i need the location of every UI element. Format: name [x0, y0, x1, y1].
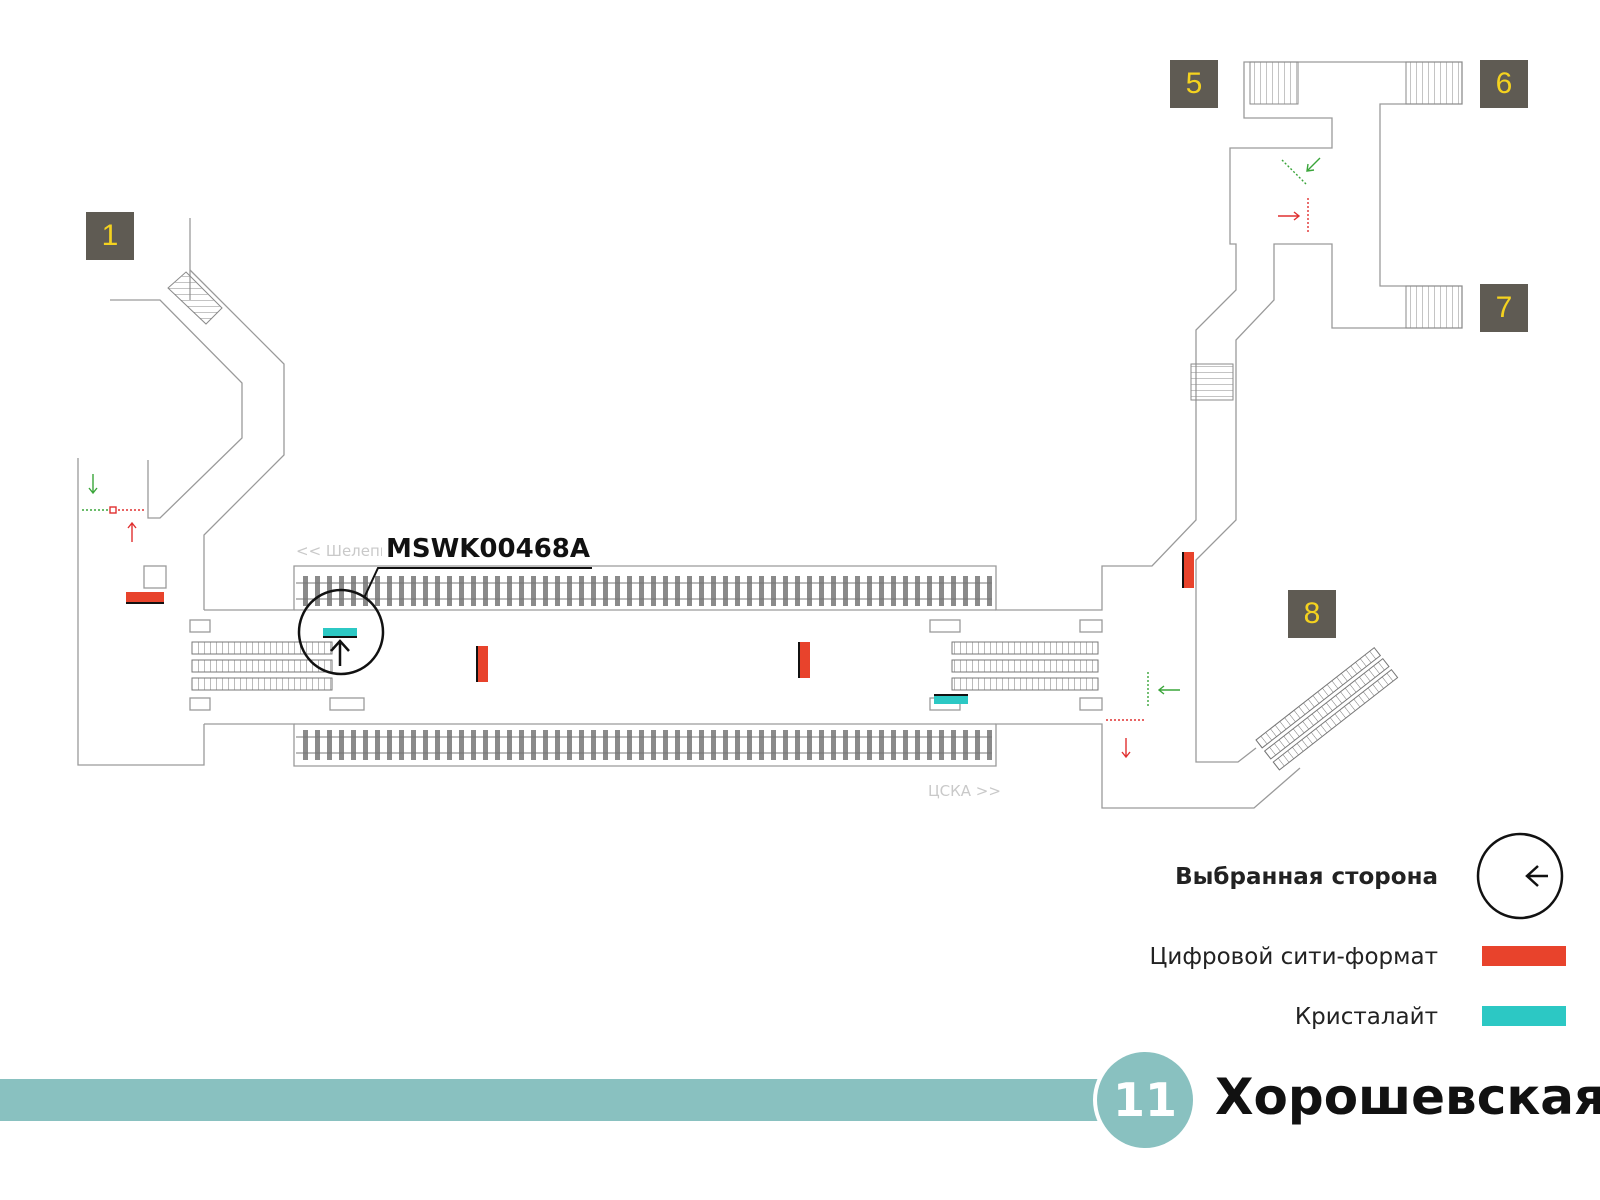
line-number-badge: 11 — [1097, 1052, 1193, 1148]
tracks — [296, 576, 992, 760]
selected-side-icon — [1476, 832, 1564, 920]
legend-digital-city-format: Цифровой сити-формат — [1149, 944, 1438, 970]
legend-crystalight-swatch — [1482, 1006, 1566, 1026]
arrow-up-icon — [330, 639, 350, 666]
station-outline — [77, 61, 1463, 809]
stairs — [167, 61, 1463, 401]
city-format-panel — [798, 642, 800, 678]
legend-crystalight: Кристалайт — [1294, 1004, 1438, 1030]
city-format-panel — [126, 592, 164, 602]
crystalight-panel — [934, 696, 968, 704]
crystalight-panel — [323, 636, 357, 638]
turnstiles — [82, 159, 1309, 721]
crystalight-panel — [323, 628, 357, 636]
station-name: Хорошевская — [1215, 1068, 1600, 1126]
city-format-panel — [1182, 552, 1184, 588]
flow-arrows — [88, 157, 1321, 759]
city-format-panel — [478, 646, 488, 682]
escalators — [191, 641, 1399, 771]
exit-badge-6: 6 — [1480, 60, 1528, 108]
city-format-panel — [1184, 552, 1194, 588]
selected-panel-marker — [297, 567, 592, 676]
exit-badge-1: 1 — [86, 212, 134, 260]
exit-badge-5: 5 — [1170, 60, 1218, 108]
legend-selected-side: Выбранная сторона — [1175, 864, 1438, 890]
exit-badge-8: 8 — [1288, 590, 1336, 638]
digital-city-panels — [126, 552, 1194, 682]
direction-upper-label: << Шелепиха — [296, 542, 408, 560]
city-format-panel — [126, 602, 164, 604]
city-format-panel — [800, 642, 810, 678]
legend-city-format-swatch — [1482, 946, 1566, 966]
line-color-bar — [0, 1079, 1112, 1121]
crystalight-panel — [934, 694, 968, 696]
exit-badge-7: 7 — [1480, 284, 1528, 332]
direction-lower-label: ЦСКА >> — [928, 782, 1001, 800]
crystalight-panels — [323, 628, 968, 704]
arrow-left-icon — [1525, 865, 1548, 887]
city-format-panel — [476, 646, 478, 682]
selected-panel-code: MSWK00468A — [382, 534, 595, 564]
